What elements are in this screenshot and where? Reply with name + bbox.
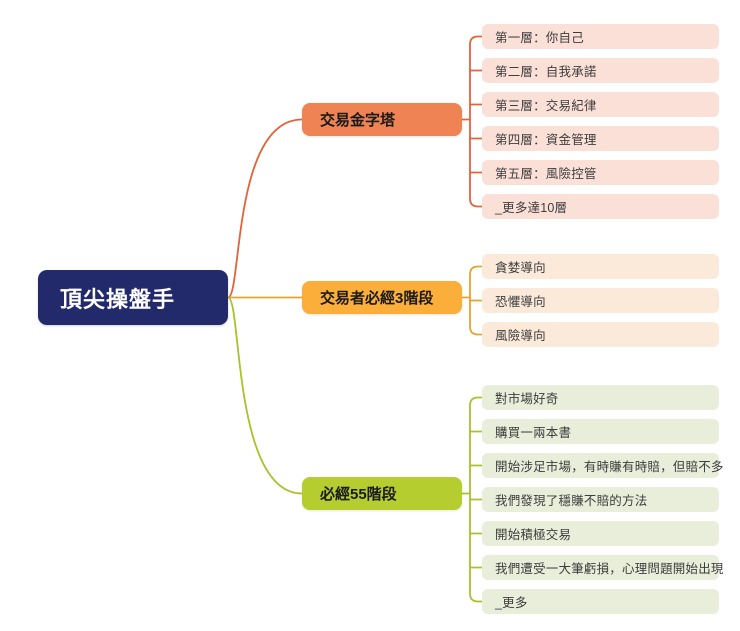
branch-node-label: 交易金字塔: [320, 112, 396, 129]
leaf-node-label: 風險導向: [495, 329, 546, 343]
leaf-node[interactable]: 第二層：自我承諾: [482, 58, 719, 83]
leaf-node[interactable]: 開始積極交易: [482, 521, 719, 546]
leaf-node[interactable]: 第三層：交易紀律: [482, 92, 719, 117]
branch-node-label: 必經55階段: [320, 486, 397, 503]
leaf-node[interactable]: 第一層：你自己: [482, 24, 719, 49]
branch-node-label: 交易者必經3階段: [320, 290, 434, 307]
leaf-node-label: 對市場好奇: [495, 392, 559, 406]
leaf-node[interactable]: 風險導向: [482, 322, 719, 347]
leaf-node[interactable]: 我們遭受一大筆虧損，心理問題開始出現: [482, 555, 723, 580]
branch-node-fifty-five-stages[interactable]: 必經55階段: [302, 477, 462, 510]
leaf-node-label: 第四層：資金管理: [495, 133, 597, 147]
leaf-node-label: 第三層：交易紀律: [495, 99, 597, 113]
leaf-node-label: 第五層：風險控管: [495, 167, 597, 181]
leaf-node-label: 購買一兩本書: [495, 426, 572, 440]
leaf-node-label: 我們發現了穩賺不賠的方法: [495, 494, 648, 508]
root-node-label: 頂尖操盤手: [60, 286, 176, 312]
leaf-node-label: 第二層：自我承諾: [495, 65, 597, 79]
leaf-node[interactable]: 我們發現了穩賺不賠的方法: [482, 487, 719, 512]
leaf-node-label: _更多達10層: [495, 201, 568, 215]
leaf-node-label: _更多: [495, 596, 528, 610]
leaf-node[interactable]: _更多達10層: [482, 194, 719, 219]
leaf-node[interactable]: _更多: [482, 589, 719, 614]
leaf-node[interactable]: 購買一兩本書: [482, 419, 719, 444]
leaf-node-label: 恐懼導向: [495, 295, 546, 309]
root-node[interactable]: 頂尖操盤手: [38, 270, 228, 325]
leaf-node-label: 貪婪導向: [495, 261, 546, 275]
leaf-node[interactable]: 對市場好奇: [482, 385, 719, 410]
leaf-node[interactable]: 第五層：風險控管: [482, 160, 719, 185]
leaf-node[interactable]: 開始涉足市場，有時賺有時賠，但賠不多: [482, 453, 723, 478]
leaf-node-label: 第一層：你自己: [495, 31, 584, 45]
leaf-node[interactable]: 第四層：資金管理: [482, 126, 719, 151]
leaf-node-label: 我們遭受一大筆虧損，心理問題開始出現: [495, 562, 724, 576]
branch-node-three-stages[interactable]: 交易者必經3階段: [302, 281, 462, 314]
leaf-node[interactable]: 貪婪導向: [482, 254, 719, 279]
leaf-node-label: 開始涉足市場，有時賺有時賠，但賠不多: [495, 460, 724, 474]
branch-node-trading-pyramid[interactable]: 交易金字塔: [302, 103, 462, 136]
leaf-node-label: 開始積極交易: [495, 528, 572, 542]
leaf-node[interactable]: 恐懼導向: [482, 288, 719, 313]
